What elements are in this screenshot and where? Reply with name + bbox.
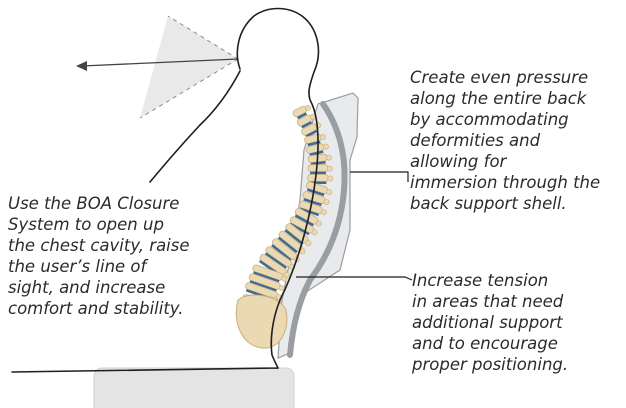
callout-line: System to open up: [8, 214, 190, 235]
callout-line: deformities and: [410, 130, 600, 151]
spinal-disc: [310, 172, 326, 175]
spinous-process: [327, 166, 332, 171]
callout-line: comfort and stability.: [8, 298, 190, 319]
callout-line: Increase tension: [412, 270, 568, 291]
seat-cushion-icon: [94, 368, 294, 408]
callout-line: proper positioning.: [412, 354, 568, 375]
callout-line: allowing for: [410, 151, 600, 172]
spinous-process: [328, 176, 333, 181]
callout-line: in areas that need: [412, 291, 568, 312]
callout-line: and to encourage: [412, 333, 568, 354]
callout-line: the chest cavity, raise: [8, 235, 190, 256]
callout-line: Create even pressure: [410, 67, 600, 88]
callout-line: along the entire back: [410, 88, 600, 109]
callout-line: additional support: [412, 312, 568, 333]
callout-even-pressure: Create even pressure along the entire ba…: [410, 67, 600, 214]
callout-line: sight, and increase: [8, 277, 190, 298]
callout-line: immersion through the: [410, 172, 600, 193]
callout-line: Use the BOA Closure: [8, 193, 190, 214]
callout-line: the user’s line of: [8, 256, 190, 277]
spinous-process: [326, 155, 332, 161]
callout-increase-tension: Increase tension in areas that need addi…: [412, 270, 568, 375]
callout-line: back support shell.: [410, 193, 600, 214]
vertebra: [308, 174, 329, 181]
vision-cone-icon: [140, 16, 238, 118]
vertebra: [308, 165, 328, 172]
callout-line: by accommodating: [410, 109, 600, 130]
callout-boa-closure: Use the BOA Closure System to open up th…: [8, 193, 190, 319]
